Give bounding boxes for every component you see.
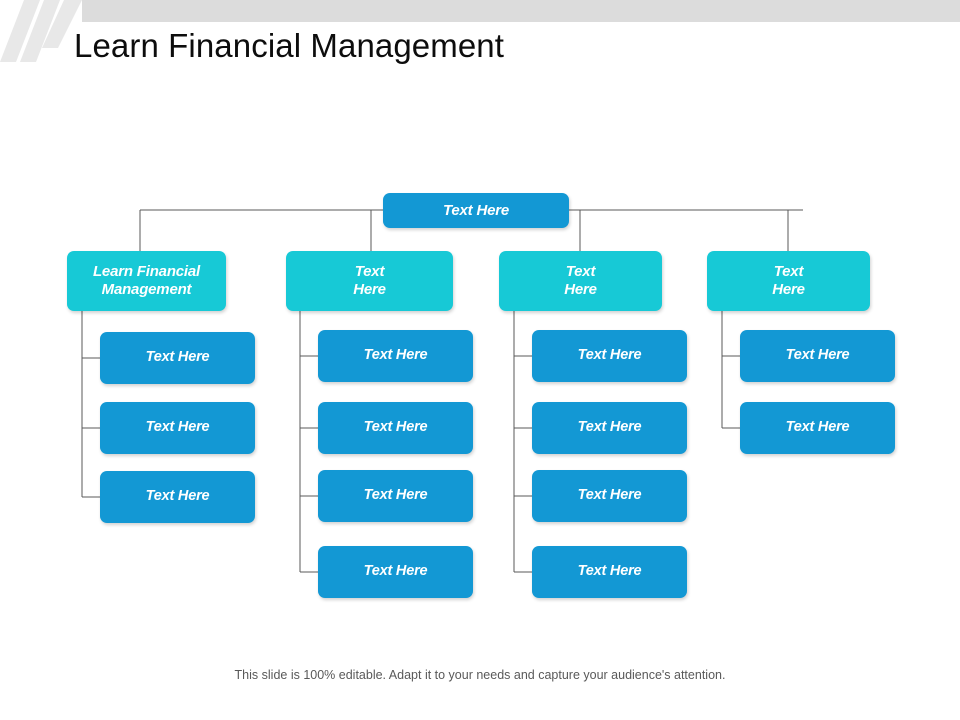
node-branch-2-child-2[interactable]: Text Here (318, 402, 473, 454)
node-branch-3-child-4-label: Text Here (577, 563, 642, 580)
node-branch-1-head-label: Learn Financial Management (73, 263, 220, 298)
node-branch-3-child-1-label: Text Here (577, 347, 642, 364)
node-branch-3-child-3[interactable]: Text Here (532, 470, 687, 522)
node-branch-1-child-1[interactable]: Text Here (100, 332, 255, 384)
node-branch-4-child-1[interactable]: Text Here (740, 330, 895, 382)
node-branch-1-head-line2: Management (101, 281, 192, 298)
node-branch-4-child-1-label: Text Here (785, 347, 850, 364)
node-branch-3-head-label: Text Here (505, 263, 656, 298)
node-branch-3-child-4[interactable]: Text Here (532, 546, 687, 598)
node-branch-2-child-4[interactable]: Text Here (318, 546, 473, 598)
node-branch-1-child-2[interactable]: Text Here (100, 402, 255, 454)
node-branch-4-child-2[interactable]: Text Here (740, 402, 895, 454)
page-title: Learn Financial Management (74, 27, 505, 64)
node-branch-1-child-3[interactable]: Text Here (100, 471, 255, 523)
node-branch-3-child-2-label: Text Here (577, 419, 642, 436)
node-branch-2-head-line1: Text (354, 263, 385, 281)
node-branch-2-child-4-label: Text Here (363, 563, 428, 580)
node-root[interactable]: Text Here (383, 193, 569, 228)
node-root-label: Text Here (442, 201, 509, 219)
top-gray-bar (82, 0, 960, 22)
node-branch-4-head[interactable]: Text Here (707, 251, 870, 311)
node-branch-2-head-line2: Here (353, 281, 386, 298)
node-branch-4-head-line1: Text (773, 263, 804, 281)
node-branch-1-child-1-label: Text Here (145, 349, 210, 366)
node-branch-3-head-line2: Here (564, 281, 597, 298)
node-branch-3-child-3-label: Text Here (577, 487, 642, 504)
node-branch-4-head-label: Text Here (713, 263, 864, 298)
node-branch-1-head-line1: Learn Financial (92, 263, 201, 281)
node-branch-4-child-2-label: Text Here (785, 419, 850, 436)
node-branch-3-child-1[interactable]: Text Here (532, 330, 687, 382)
node-branch-2-child-2-label: Text Here (363, 419, 428, 436)
node-branch-2-child-1-label: Text Here (363, 347, 428, 364)
node-branch-2-child-3-label: Text Here (363, 487, 428, 504)
node-branch-3-head[interactable]: Text Here (499, 251, 662, 311)
node-branch-2-head-label: Text Here (292, 263, 447, 298)
node-branch-3-head-line1: Text (565, 263, 596, 281)
node-branch-2-child-3[interactable]: Text Here (318, 470, 473, 522)
node-branch-1-child-2-label: Text Here (145, 419, 210, 436)
node-branch-2-head[interactable]: Text Here (286, 251, 453, 311)
footer-disclaimer: This slide is 100% editable. Adapt it to… (234, 668, 726, 682)
node-branch-3-child-2[interactable]: Text Here (532, 402, 687, 454)
node-branch-4-head-line2: Here (772, 281, 805, 298)
node-branch-1-head[interactable]: Learn Financial Management (67, 251, 226, 311)
node-branch-1-child-3-label: Text Here (145, 488, 210, 505)
node-branch-2-child-1[interactable]: Text Here (318, 330, 473, 382)
